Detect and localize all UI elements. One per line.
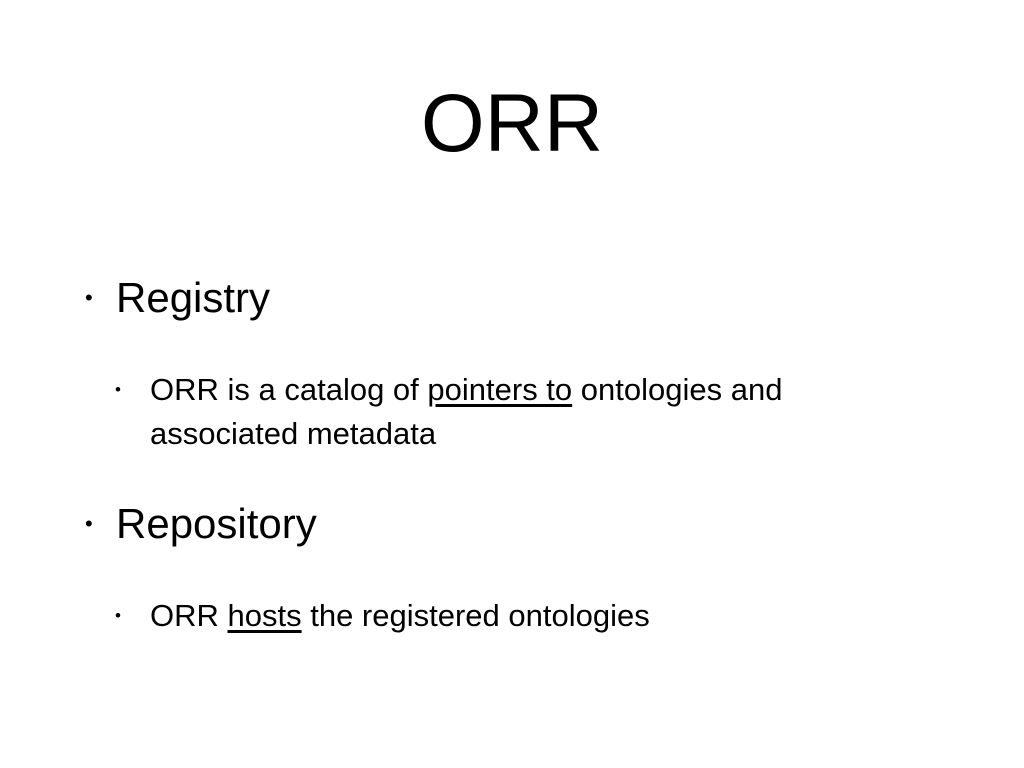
text-fragment: ORR [150,598,228,633]
slide-title: ORR [420,78,604,169]
text-fragment: associated metadata [150,416,437,451]
text-fragment: ORR is a catalog of [150,372,428,407]
sub-bullet-registry-text: ORR is a catalog of pointers to ontologi… [150,368,910,456]
bullet-repository-label: Repository [116,500,317,547]
sub-bullet-dot: • [115,606,121,625]
sub-bullet-repository: • ORR hosts the registered ontologies [115,594,915,638]
bullet-dot: • [85,511,93,536]
underlined-text-pointers-to: pointers to [427,372,573,407]
text-fragment: ontologies and [572,372,783,407]
sub-bullet-registry: • ORR is a catalog of pointers to ontolo… [115,368,915,458]
bullet-dot: • [85,285,93,310]
text-fragment: the registered ontologies [301,598,650,633]
bullet-registry-label: Registry [116,274,271,321]
sub-bullet-dot: • [115,380,121,399]
sub-bullet-repository-text: ORR hosts the registered ontologies [150,594,910,638]
underlined-text-hosts: hosts [227,598,302,633]
